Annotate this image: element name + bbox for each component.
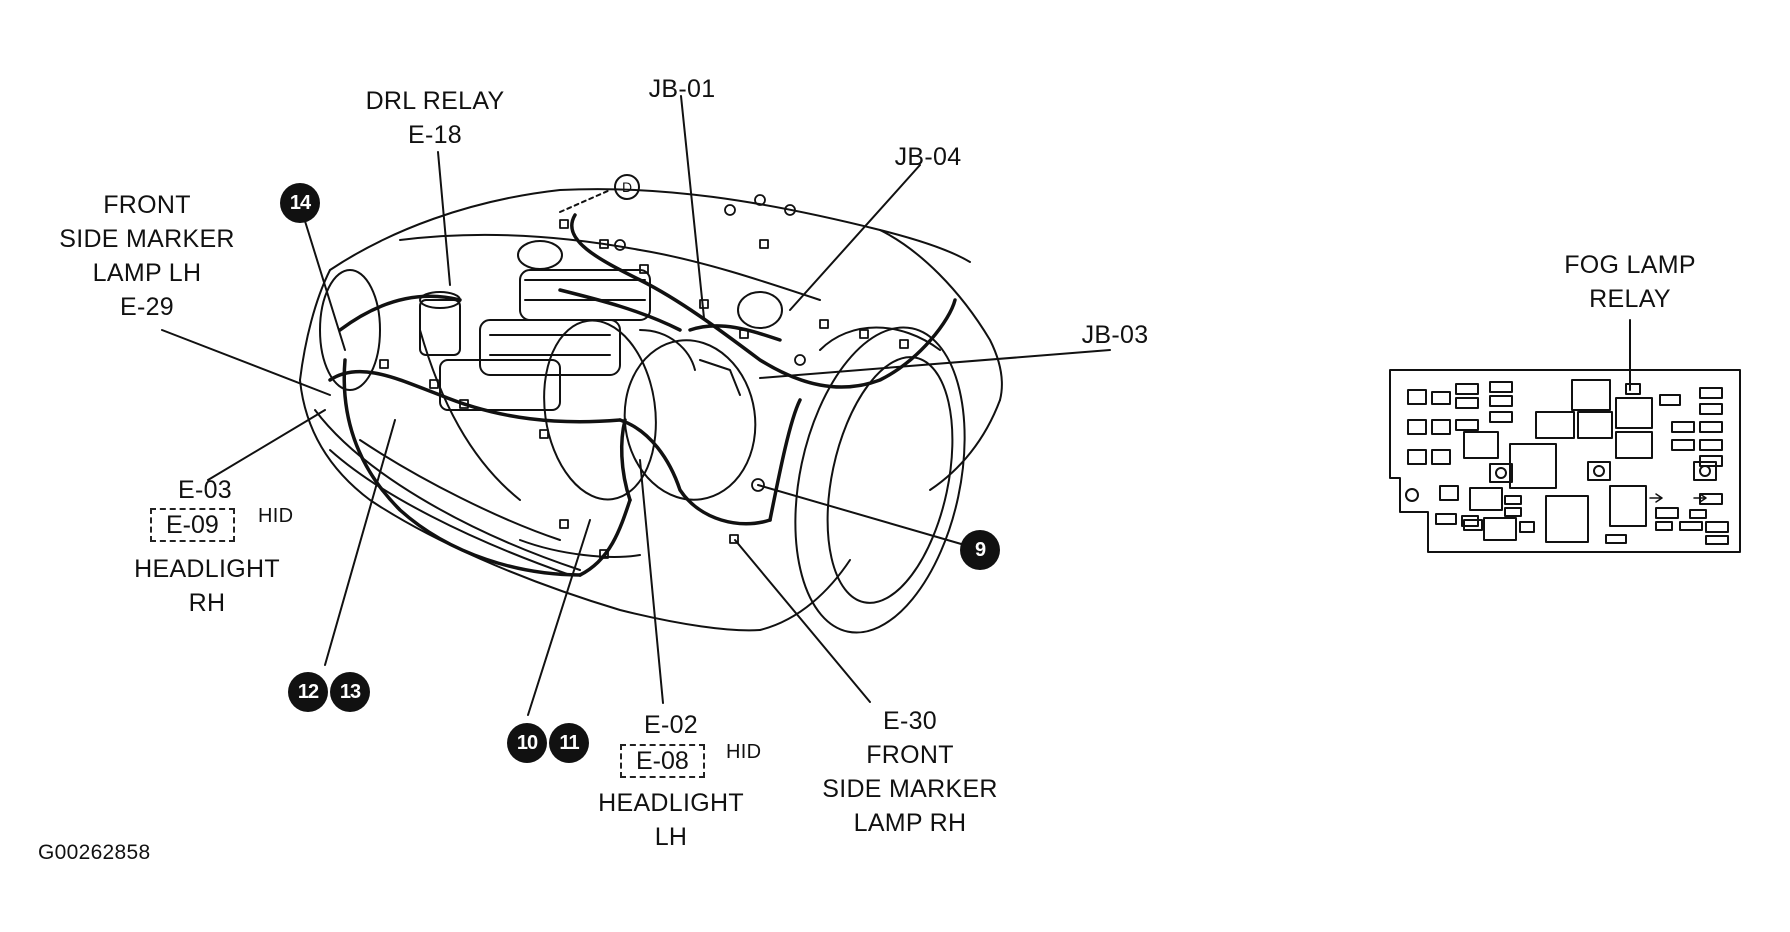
headlight-lh-line1: HEADLIGHT (598, 789, 744, 817)
headlight-rh-code: E-03 (177, 476, 232, 504)
ground-point-10: 10 (507, 723, 547, 763)
jb03-label: JB-03 (1081, 321, 1149, 349)
drl-relay-label: DRL RELAY (365, 87, 505, 115)
fog-lamp-relay-line2: RELAY (1589, 285, 1671, 313)
front-marker-lh-code: E-29 (119, 293, 174, 321)
headlight-lh-hid-tag: HID (726, 741, 762, 763)
front-marker-lh-line1: FRONT (103, 191, 191, 219)
front-marker-rh-line3: LAMP RH (853, 809, 967, 837)
car-body-outline (299, 188, 1003, 634)
front-marker-rh-line2: SIDE MARKER (822, 775, 998, 803)
headlight-rh-line2: RH (188, 589, 226, 617)
front-marker-rh-line1: FRONT (866, 741, 954, 769)
fuse-box (1389, 369, 1741, 553)
headlight-rh-hid-code: E-09 (150, 508, 235, 542)
ground-point-13: 13 (330, 672, 370, 712)
connectors (379, 194, 909, 559)
front-marker-lh-line2: SIDE MARKER (59, 225, 235, 253)
drl-relay-code: E-18 (407, 121, 462, 149)
headlight-lh-code: E-02 (643, 711, 698, 739)
ground-point-9: 9 (960, 530, 1000, 570)
headlight-rh-hid-tag: HID (258, 505, 294, 527)
front-marker-lh-line3: LAMP LH (92, 259, 202, 287)
jb04-label: JB-04 (894, 143, 962, 171)
jb01-label: JB-01 (648, 75, 716, 103)
front-marker-rh-code: E-30 (882, 707, 937, 735)
headlight-rh-line1: HEADLIGHT (134, 555, 280, 583)
engine-detail (419, 240, 783, 411)
ground-point-12: 12 (288, 672, 328, 712)
headlight-lh-hid-code: E-08 (620, 744, 705, 778)
leader-lines (161, 95, 1631, 716)
headlight-lh-line2: LH (654, 823, 688, 851)
ground-point-14: 14 (280, 183, 320, 223)
ground-d-marker: D (614, 174, 640, 200)
wiring-harness (328, 213, 957, 577)
ground-point-11: 11 (549, 723, 589, 763)
fog-lamp-relay-line1: FOG LAMP (1564, 251, 1696, 279)
figure-id: G00262858 (38, 841, 151, 864)
